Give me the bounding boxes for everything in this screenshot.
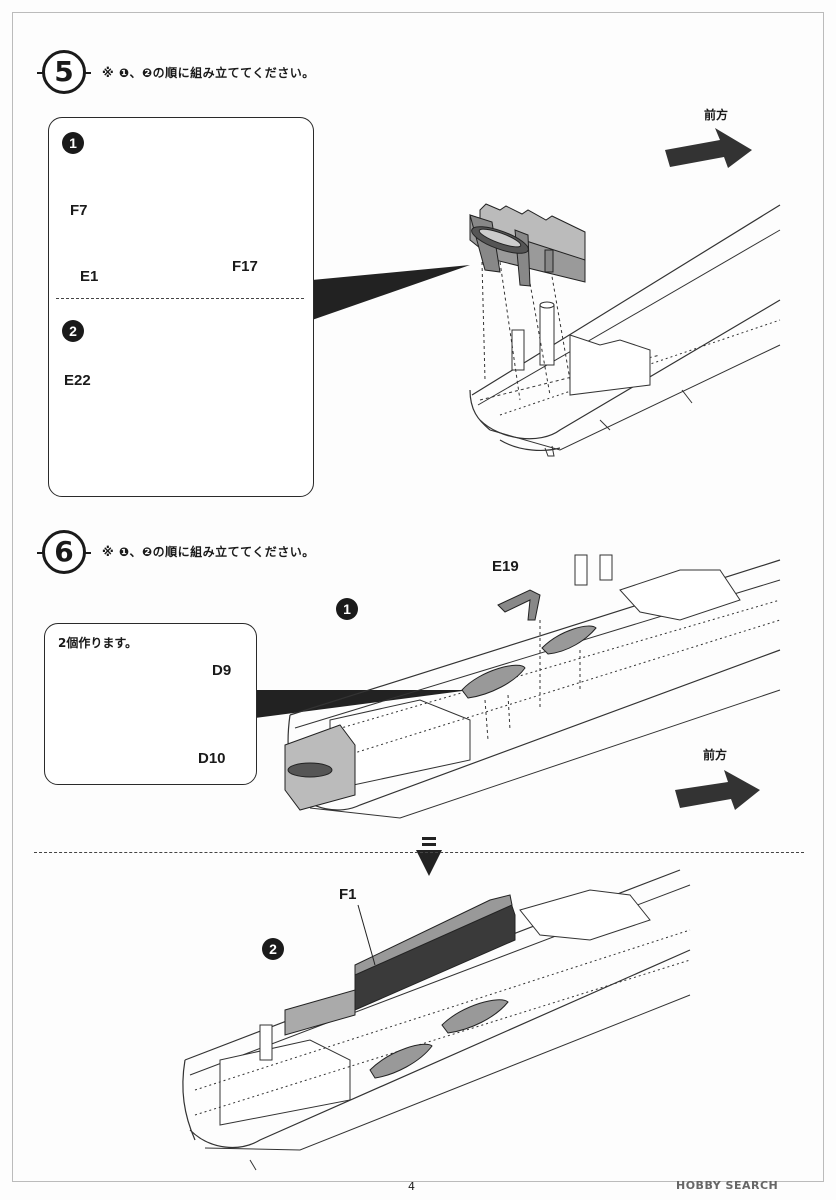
step-6-forward-label: 前方 <box>703 748 728 762</box>
ship-bow-step5 <box>469 204 781 457</box>
part-label-f17: F17 <box>232 258 258 275</box>
part-label-d9: D9 <box>212 662 232 679</box>
ship-step6-sub2 <box>182 869 691 1171</box>
part-label-e22: E22 <box>64 372 91 389</box>
page-border <box>12 12 824 1182</box>
part-label-f7: F7 <box>70 202 88 219</box>
step-5-sub1-marker: 1 <box>62 132 84 154</box>
step-6-sub1-marker: 1 <box>336 598 358 620</box>
page-number: 4 <box>408 1180 415 1193</box>
bow-mount-step5 <box>469 203 586 287</box>
step-5-sub2-marker: 2 <box>62 320 84 342</box>
part-label-d10: D10 <box>198 750 226 767</box>
part-label-f1: F1 <box>339 886 357 903</box>
bow-mount-step6 <box>284 724 356 811</box>
lifeboat-step6-sub1 <box>461 625 597 699</box>
step-5-badge: 5 <box>37 50 91 94</box>
step-5-note: ※ ❶、❷の順に組み立ててください。 <box>102 66 315 80</box>
part-label-e1: E1 <box>80 268 99 285</box>
part-label-e19: E19 <box>492 558 519 575</box>
step-6-note: ※ ❶、❷の順に組み立ててください。 <box>102 545 315 559</box>
forward-arrow-step6 <box>675 770 760 810</box>
davit-e19-drawing <box>497 589 541 621</box>
arrow-down-step6 <box>416 837 442 876</box>
lifeboats-step6-sub2 <box>369 999 509 1079</box>
step-6-detail-panel <box>44 623 257 785</box>
step-6-divider <box>34 852 804 853</box>
step-6-number: 6 <box>54 535 74 568</box>
step-5-number: 5 <box>54 55 74 88</box>
step-6-inset-note: 2個作ります。 <box>58 636 138 650</box>
step-6-badge: 6 <box>37 530 91 574</box>
step-5-detail-panel <box>48 117 314 497</box>
watermark: HOBBY SEARCH <box>676 1179 779 1192</box>
step-5-forward-label: 前方 <box>704 108 729 122</box>
step-6-sub2-marker: 2 <box>262 938 284 960</box>
forward-arrow-step5 <box>665 128 752 168</box>
step-5-panel-divider <box>56 298 304 299</box>
frame-f1-drawing <box>284 894 516 1036</box>
